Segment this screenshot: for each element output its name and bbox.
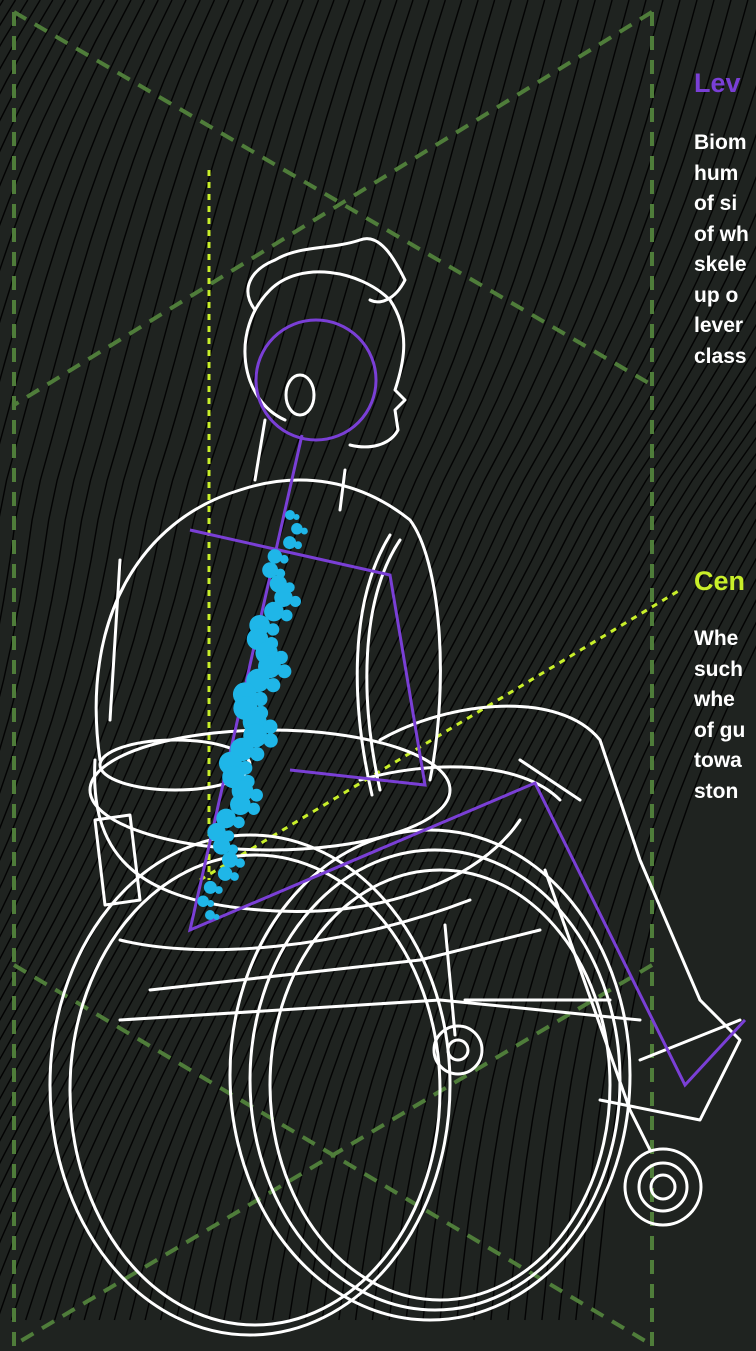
vertebra-process bbox=[280, 555, 289, 564]
vertebra-process bbox=[281, 610, 293, 622]
body-line: whe bbox=[694, 685, 745, 716]
contour-line bbox=[0, 0, 288, 1320]
vertebra-process bbox=[235, 858, 245, 868]
vertebra bbox=[283, 536, 296, 549]
contour-line bbox=[84, 0, 663, 1320]
body-line: towa bbox=[694, 746, 745, 777]
vertebra bbox=[205, 910, 215, 920]
body-line: skele bbox=[694, 250, 749, 281]
contour-line bbox=[306, 0, 756, 1320]
levers-heading: Lev bbox=[694, 68, 741, 99]
body-line: hum bbox=[694, 159, 749, 190]
contour-line bbox=[0, 0, 186, 1320]
body-line: such bbox=[694, 655, 745, 686]
vertebra-process bbox=[250, 789, 263, 802]
vertebra bbox=[197, 895, 209, 907]
vertebra-process bbox=[248, 803, 260, 815]
vertebra-process bbox=[290, 596, 301, 607]
contour-line bbox=[161, 0, 748, 1320]
body-line: of gu bbox=[694, 716, 745, 747]
contour-line bbox=[0, 0, 365, 1320]
contour-line bbox=[0, 0, 397, 1320]
body-line: Whe bbox=[694, 624, 745, 655]
contour-line bbox=[40, 0, 612, 1320]
contour-line bbox=[0, 0, 3, 1320]
vertebra-process bbox=[215, 886, 223, 894]
vertebra-process bbox=[267, 623, 279, 635]
contour-line bbox=[11, 0, 578, 1320]
center-of-gravity-heading: Cen bbox=[694, 566, 745, 597]
vertebra bbox=[268, 549, 282, 563]
body-line: of si bbox=[694, 189, 749, 220]
contour-line bbox=[0, 0, 303, 1320]
vertebra-process bbox=[233, 816, 245, 828]
vertebra bbox=[218, 866, 232, 880]
body-line: lever bbox=[694, 311, 749, 342]
body-line: ston bbox=[694, 777, 745, 808]
contour-line bbox=[0, 0, 511, 1320]
body-line: class bbox=[694, 342, 749, 373]
contour-line bbox=[26, 0, 596, 1320]
vertebra-process bbox=[266, 678, 280, 692]
vertebra bbox=[285, 510, 295, 520]
vertebra-process bbox=[263, 733, 277, 747]
vertebra-process bbox=[301, 528, 308, 535]
body-line: up o bbox=[694, 281, 749, 312]
vertebra-process bbox=[294, 514, 300, 520]
vertebra bbox=[291, 523, 303, 535]
vertebra-process bbox=[207, 900, 214, 907]
contour-line bbox=[0, 0, 244, 1320]
guide-lines bbox=[14, 12, 652, 1351]
contour-line bbox=[0, 0, 131, 1320]
contour-line bbox=[0, 0, 445, 1320]
vertebra-process bbox=[278, 664, 292, 678]
body-line: of wh bbox=[694, 220, 749, 251]
vertebra bbox=[222, 852, 238, 868]
contour-line bbox=[0, 0, 429, 1320]
vertebra-process bbox=[294, 541, 302, 549]
vertebra-process bbox=[214, 914, 220, 920]
vertebra bbox=[213, 837, 230, 854]
vertebra bbox=[262, 562, 278, 578]
vertebra-process bbox=[230, 872, 239, 881]
vertebra bbox=[204, 881, 217, 894]
body-line: Biom bbox=[694, 128, 749, 159]
contour-line bbox=[0, 0, 40, 1320]
vertebra-process bbox=[250, 747, 264, 761]
